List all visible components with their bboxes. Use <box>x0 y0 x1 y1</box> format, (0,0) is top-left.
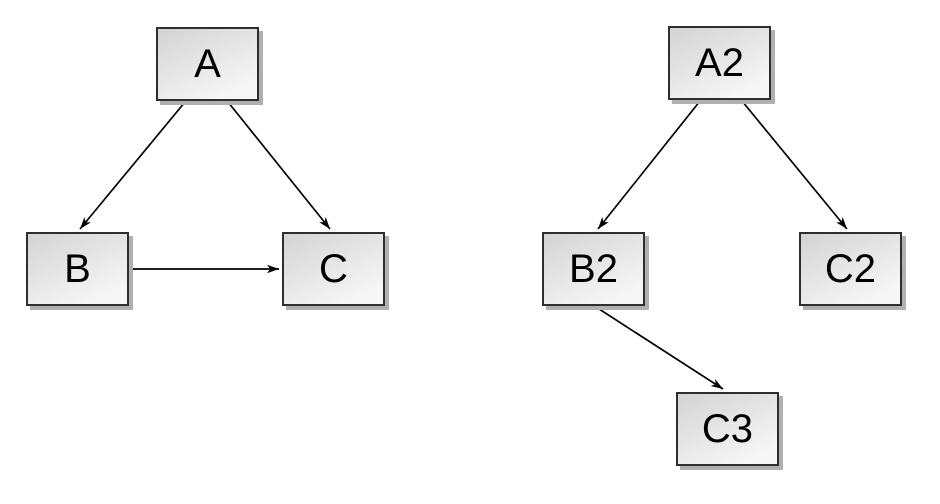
node-label-c: C <box>319 247 348 291</box>
node-a: A <box>156 27 259 101</box>
node-b2: B2 <box>542 232 645 306</box>
node-a2: A2 <box>668 26 771 100</box>
edge-a2-c2 <box>741 100 848 230</box>
node-label-a2: A2 <box>695 41 744 85</box>
edge-b2-c3 <box>595 306 724 390</box>
node-label-b2: B2 <box>569 247 618 291</box>
edge-a-b <box>79 101 186 230</box>
node-label-a: A <box>194 42 221 86</box>
node-c2: C2 <box>799 232 902 306</box>
node-b: B <box>26 232 129 306</box>
node-c3: C3 <box>676 392 779 466</box>
edge-a2-b2 <box>597 100 701 230</box>
node-c: C <box>282 232 385 306</box>
edge-a-c <box>227 101 331 230</box>
node-label-b: B <box>64 247 91 291</box>
node-label-c2: C2 <box>824 247 877 291</box>
node-label-c3: C3 <box>701 407 754 451</box>
